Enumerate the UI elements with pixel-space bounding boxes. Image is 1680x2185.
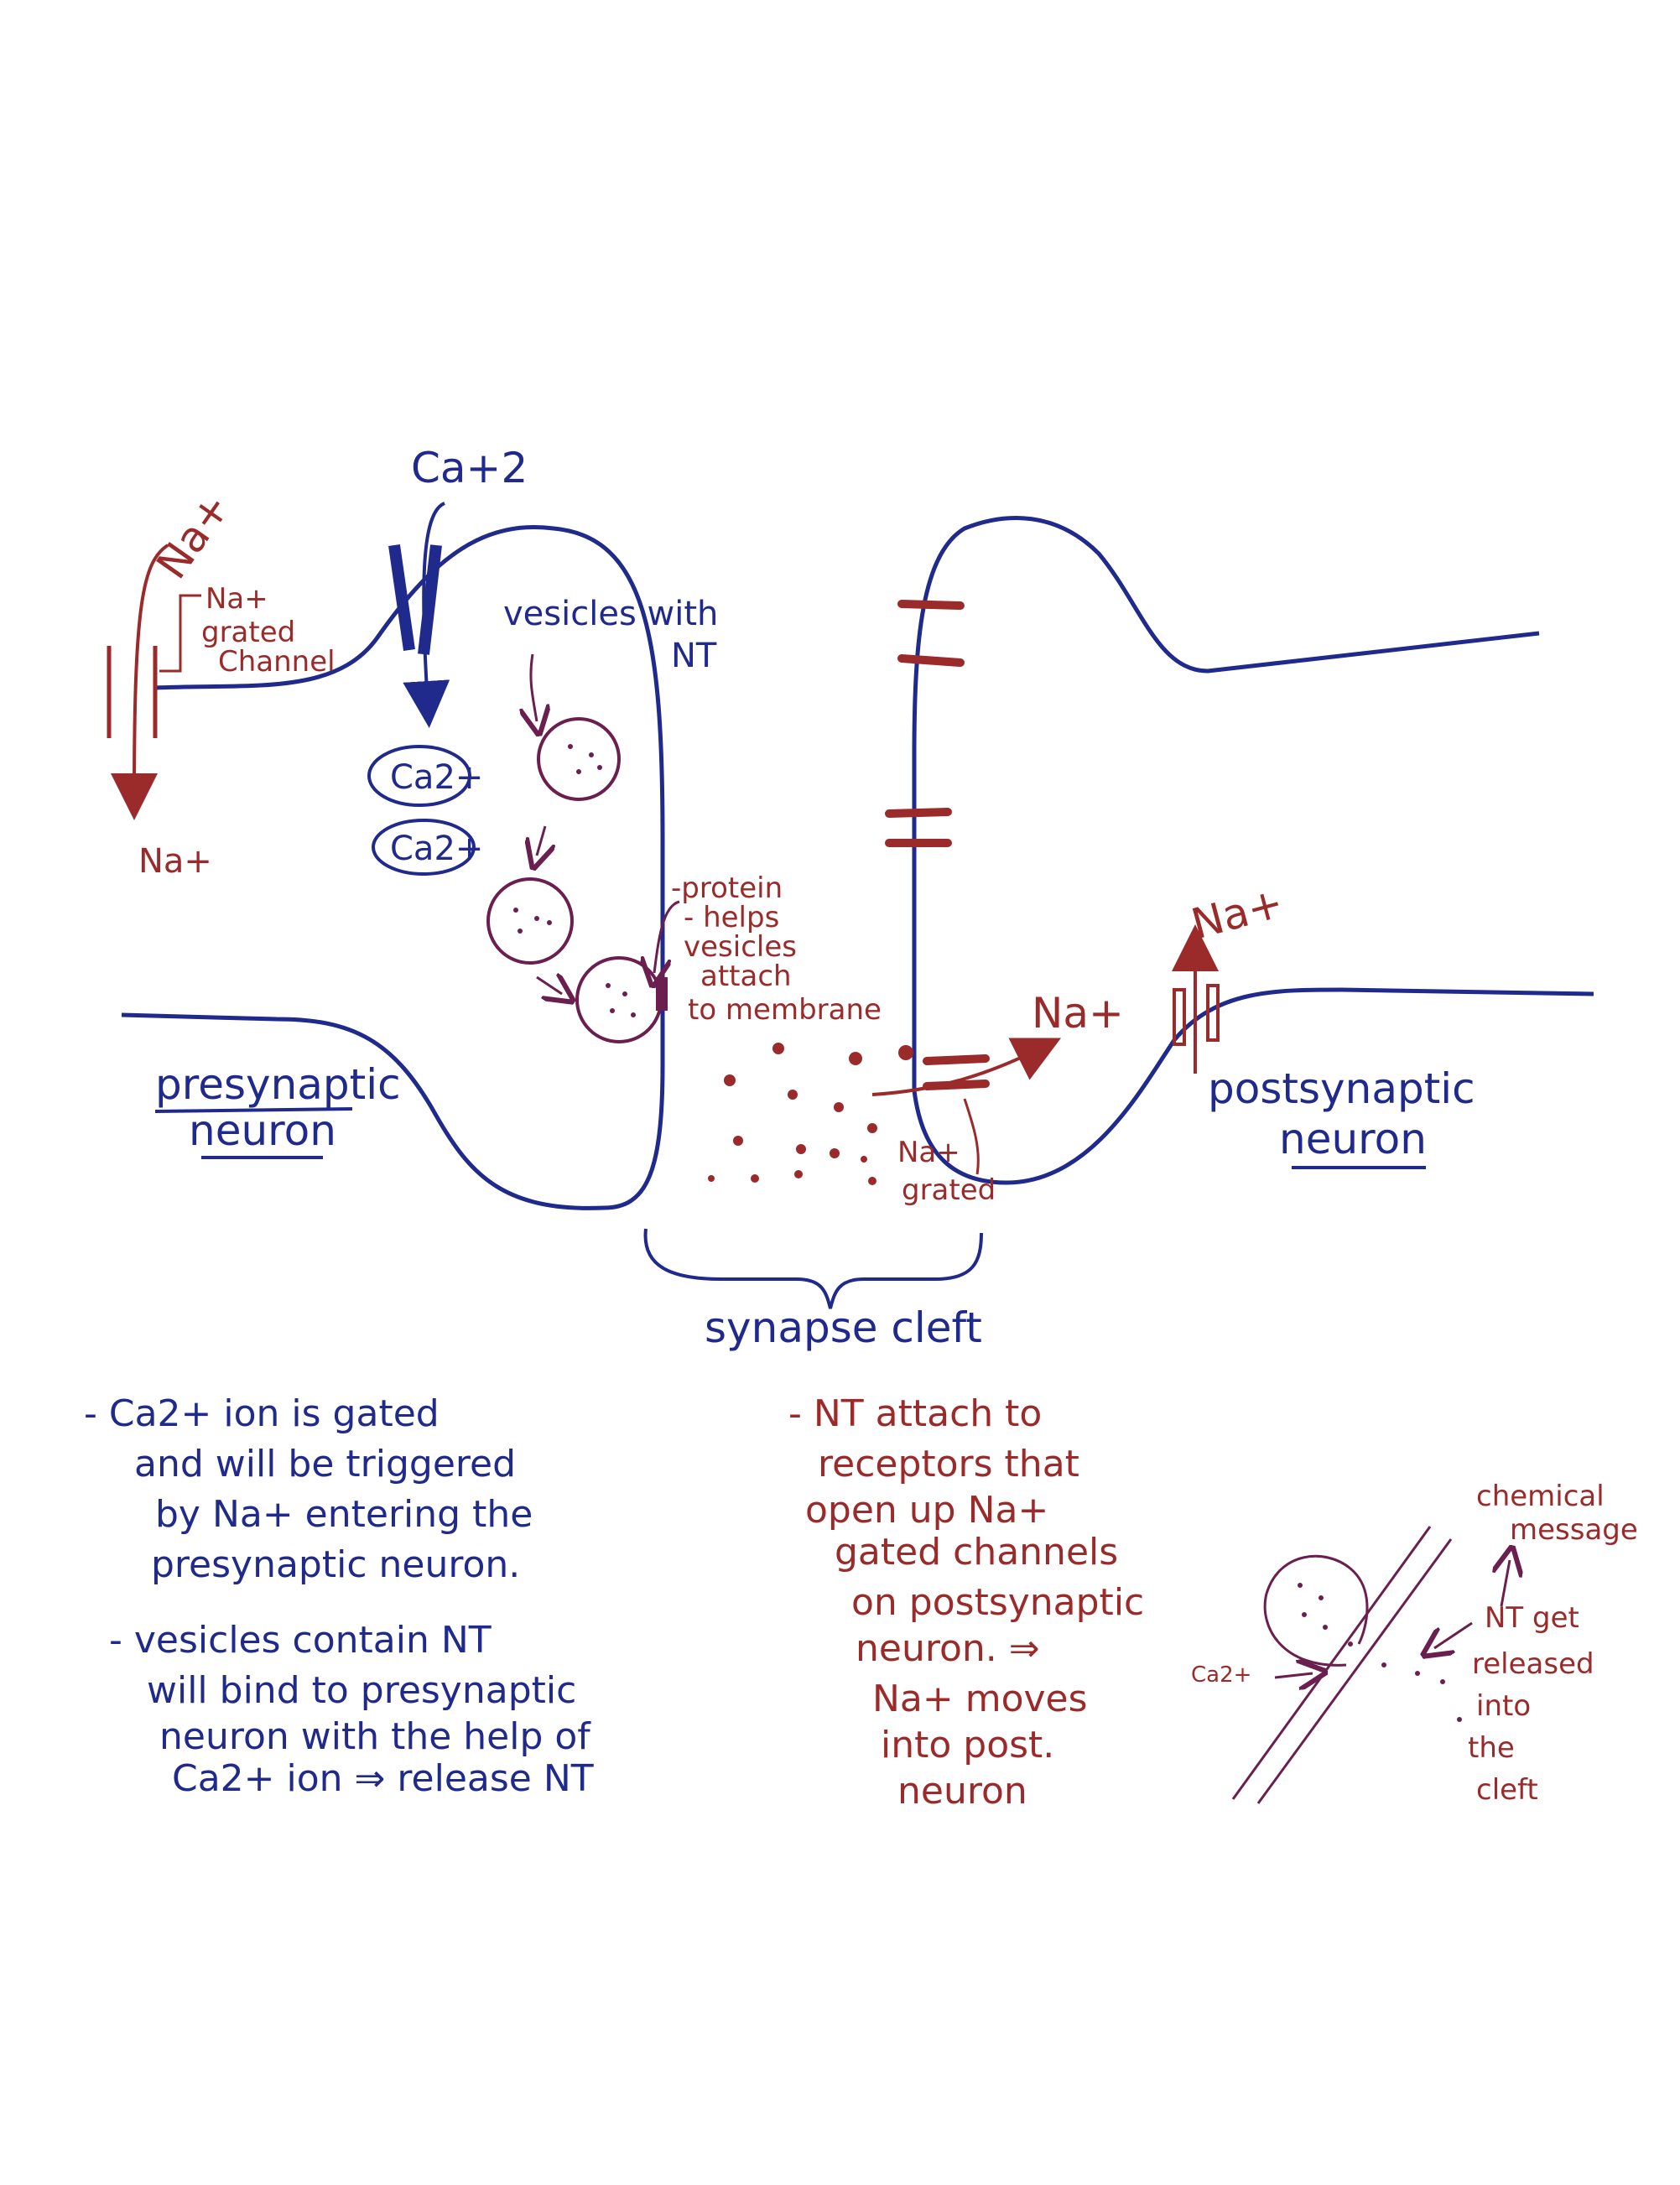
docking-protein: [656, 977, 668, 1011]
svg-text:cleft: cleft: [1476, 1773, 1538, 1807]
notes-left: - Ca2+ ion is gated and will be triggere…: [84, 1392, 594, 1800]
inset-diagram: Ca2+: [1191, 1526, 1510, 1804]
svg-text:open up Na+: open up Na+: [805, 1489, 1048, 1532]
svg-text:neuron with the help of: neuron with the help of: [159, 1715, 591, 1758]
neurotransmitter-dots: [708, 1043, 913, 1185]
svg-text:into post.: into post.: [881, 1724, 1054, 1766]
vesicle-arrow-2: [537, 825, 545, 856]
svg-text:grated: grated: [201, 616, 295, 649]
svg-text:Na+: Na+: [897, 1136, 960, 1169]
svg-text:Na+ moves: Na+ moves: [872, 1678, 1088, 1720]
svg-text:NT: NT: [671, 637, 717, 675]
protein-pointer: [654, 900, 680, 973]
calcium-channel: [388, 502, 450, 728]
svg-text:message: message: [1510, 1513, 1638, 1547]
label-ca-ion-1: Ca2+: [390, 758, 483, 797]
calcium-ion-2: [372, 819, 476, 876]
svg-text:by Na+ entering the: by Na+ entering the: [155, 1493, 533, 1536]
svg-text:-protein: -protein: [671, 871, 783, 905]
label-na-post: Na+: [1187, 878, 1288, 949]
label-synapse-cleft: synapse cleft: [705, 1303, 982, 1352]
svg-text:into: into: [1476, 1689, 1531, 1723]
svg-text:grated: grated: [902, 1173, 996, 1207]
svg-text:neuron: neuron: [897, 1770, 1027, 1813]
label-ca-ion-2: Ca2+: [390, 830, 483, 868]
inset-chemical-message: chemical message: [1476, 1480, 1638, 1547]
svg-text:vesicles: vesicles: [684, 930, 797, 964]
svg-text:chemical: chemical: [1476, 1480, 1605, 1513]
svg-text:attach: attach: [700, 960, 792, 993]
svg-text:and will be triggered: and will be triggered: [134, 1443, 516, 1485]
svg-text:the: the: [1468, 1731, 1515, 1765]
calcium-ion-1: [367, 745, 471, 807]
vesicle-arrow-1: [531, 653, 537, 721]
sodium-channel-presynaptic: [107, 544, 201, 820]
svg-text:gated channels: gated channels: [835, 1531, 1118, 1574]
svg-text:neuron: neuron: [189, 1106, 336, 1155]
label-na-bottom-left: Na+: [138, 842, 212, 881]
inset-nt-released: NT get released into the cleft: [1468, 1601, 1594, 1807]
sodium-channel-postsynaptic: [1172, 924, 1220, 1074]
label-postsynaptic-neuron: postsynaptic neuron: [1208, 1064, 1475, 1169]
label-ca-top: Ca+2: [411, 444, 528, 492]
svg-text:Na+: Na+: [205, 582, 268, 616]
svg-text:receptors that: receptors that: [818, 1443, 1079, 1485]
svg-text:on postsynaptic: on postsynaptic: [851, 1581, 1144, 1624]
vesicle-3: [575, 956, 663, 1043]
svg-text:NT get: NT get: [1485, 1601, 1579, 1635]
synapse-cleft-brace: [643, 1228, 983, 1309]
svg-text:Channel: Channel: [218, 645, 335, 679]
svg-text:presynaptic: presynaptic: [155, 1060, 401, 1109]
sodium-influx-arrow: [871, 1038, 1062, 1096]
vesicle-arrow-3: [536, 977, 562, 994]
presynaptic-membrane-top: [121, 525, 665, 1210]
svg-text:released: released: [1472, 1647, 1594, 1681]
notes-middle: - NT attach to receptors that open up Na…: [788, 1392, 1144, 1813]
svg-text:postsynaptic: postsynaptic: [1208, 1064, 1475, 1113]
svg-text:- vesicles contain NT: - vesicles contain NT: [109, 1619, 492, 1662]
svg-text:neuron. ⇒: neuron. ⇒: [856, 1627, 1040, 1670]
label-na-gated-channel: Na+ grated Channel: [201, 582, 335, 679]
svg-text:presynaptic neuron.: presynaptic neuron.: [151, 1543, 520, 1586]
label-presynaptic-neuron: presynaptic neuron: [154, 1060, 401, 1159]
label-na-top-left: Na+: [147, 484, 240, 587]
vesicle-1: [537, 717, 621, 801]
receptor-marks: [885, 600, 990, 1090]
label-na-gated-cleft: Na+ grated: [897, 1136, 996, 1207]
label-vesicles-with-nt: vesicles with NT: [503, 595, 718, 675]
svg-text:- NT attach to: - NT attach to: [788, 1392, 1042, 1435]
svg-text:- Ca2+ ion is gated: - Ca2+ ion is gated: [84, 1392, 440, 1435]
label-protein-note: -protein - helps vesicles attach to memb…: [671, 871, 882, 1027]
svg-text:- helps: - helps: [684, 901, 779, 934]
svg-text:vesicles with: vesicles with: [503, 595, 718, 633]
svg-text:will bind to presynaptic: will bind to presynaptic: [147, 1669, 576, 1712]
label-na-cleft: Na+: [1032, 989, 1124, 1038]
svg-text:neuron: neuron: [1279, 1115, 1427, 1163]
vesicle-2: [486, 877, 574, 965]
svg-text:to membrane: to membrane: [688, 993, 882, 1027]
svg-text:Ca2+ ion ⇒ release NT: Ca2+ ion ⇒ release NT: [172, 1757, 594, 1800]
inset-ca-label: Ca2+: [1191, 1662, 1251, 1688]
gated-pointer: [963, 1098, 980, 1175]
